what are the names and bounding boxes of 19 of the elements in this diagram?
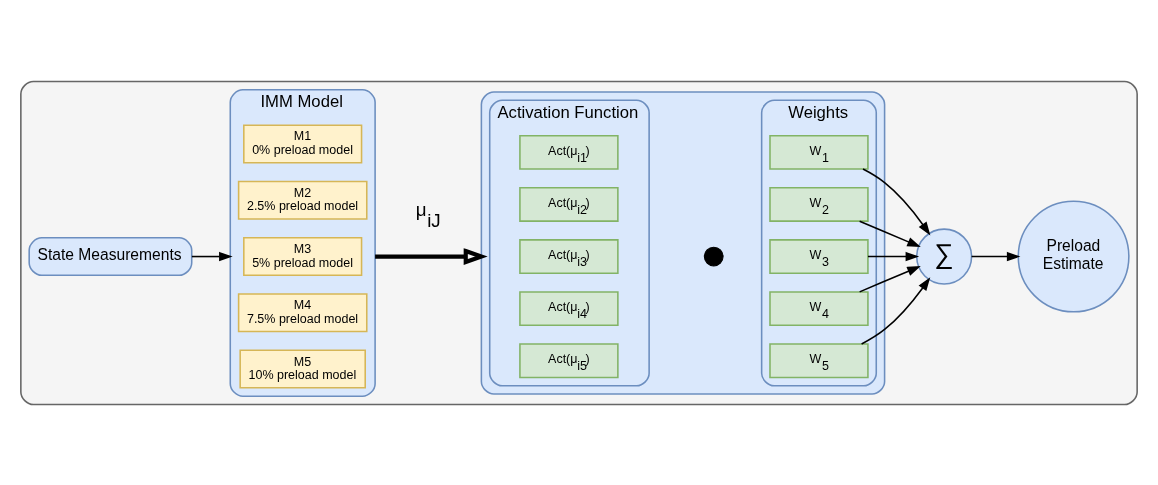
cluster <box>480 90 886 395</box>
node-circle <box>703 246 724 266</box>
arrow <box>860 276 931 345</box>
node-box: M1 0% preload model <box>243 124 363 164</box>
node-box: State Measurements <box>28 236 193 276</box>
arrow <box>867 251 920 261</box>
node-box: M2 2.5% preload model <box>237 180 368 220</box>
arrow <box>862 167 931 235</box>
node-box: M5 10% preload model <box>239 349 366 389</box>
node-circle: Preload Estimate <box>1017 199 1130 313</box>
arrow <box>970 251 1021 261</box>
arrow <box>858 219 921 247</box>
node-box: M4 7.5% preload model <box>237 292 368 332</box>
arrow <box>375 247 488 265</box>
arrow <box>191 251 233 261</box>
cluster <box>20 80 1138 405</box>
node-circle: ∑ <box>915 227 973 285</box>
arrow <box>858 265 921 293</box>
node-box: M3 5% preload model <box>243 236 363 276</box>
